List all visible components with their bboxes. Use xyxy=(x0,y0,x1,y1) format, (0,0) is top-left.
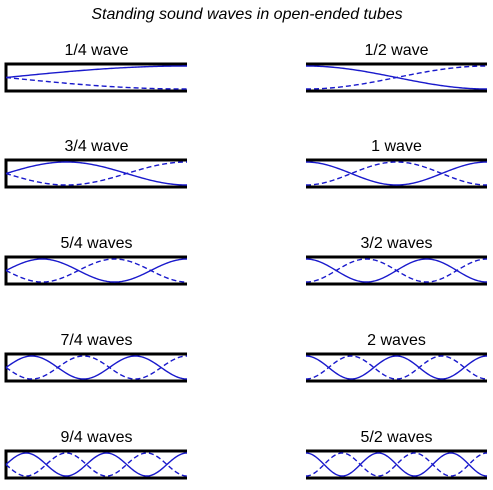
wave-dashed-curve xyxy=(305,161,488,186)
tube-group: 2 waves xyxy=(305,332,488,383)
wave-dashed-curve xyxy=(5,452,188,477)
tube-group: 5/4 waves xyxy=(4,235,188,286)
tube-group: 1/2 wave xyxy=(306,42,487,93)
tube-label: 5/2 waves xyxy=(360,429,432,446)
wave-solid-curve xyxy=(305,355,488,380)
wave-dashed-curve xyxy=(305,355,488,380)
wave-solid-curve xyxy=(305,161,488,186)
tube-group: 5/2 waves xyxy=(305,429,488,480)
wave-solid-curve xyxy=(5,161,188,186)
tube-label: 1/2 wave xyxy=(364,42,428,59)
wave-dashed-curve xyxy=(5,161,188,186)
wave-solid-curve xyxy=(5,355,188,380)
tube-label: 1/4 wave xyxy=(64,42,128,59)
wave-solid-curve xyxy=(5,65,187,79)
wave-solid-curve xyxy=(5,258,188,283)
tube-label: 2 waves xyxy=(367,332,426,349)
tube-label: 9/4 waves xyxy=(60,429,132,446)
wave-dashed-curve xyxy=(5,355,188,380)
tube-group: 1/4 wave xyxy=(4,42,187,93)
tube-group: 3/2 waves xyxy=(305,235,488,286)
tube-group: 7/4 waves xyxy=(4,332,188,383)
wave-solid-curve xyxy=(5,452,188,477)
wave-dashed-curve xyxy=(305,258,488,283)
tube-label: 7/4 waves xyxy=(60,332,132,349)
tube-group: 1 wave xyxy=(305,138,488,189)
wave-solid-curve xyxy=(305,452,488,477)
diagram-title: Standing sound waves in open-ended tubes xyxy=(91,6,402,23)
tube-label: 3/4 wave xyxy=(64,138,128,155)
wave-dashed-curve xyxy=(5,76,187,90)
tube-label: 5/4 waves xyxy=(60,235,132,252)
tube-group: 9/4 waves xyxy=(4,429,188,480)
tubes-grid: 1/4 wave 1/2 wave 3/4 wave 1 wave 5/4 waves 3… xyxy=(4,42,488,480)
tube-label: 3/2 waves xyxy=(360,235,432,252)
wave-dashed-curve xyxy=(306,65,487,90)
wave-dashed-curve xyxy=(5,258,188,283)
tube-group: 3/4 wave xyxy=(4,138,188,189)
tube-label: 1 wave xyxy=(371,138,422,155)
